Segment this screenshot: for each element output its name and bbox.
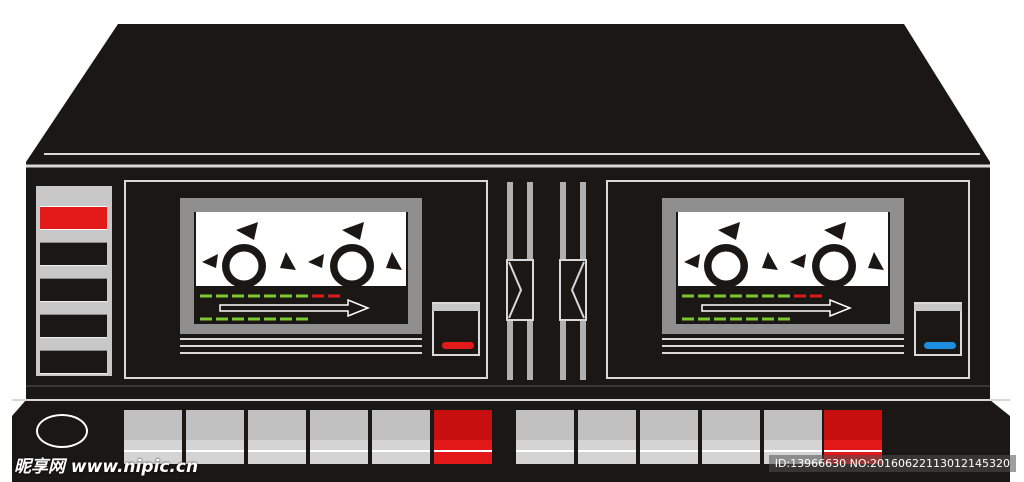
- tape-window: [662, 198, 904, 334]
- left-panel-red-button[interactable]: [40, 206, 107, 230]
- tape-reels: [678, 212, 888, 286]
- deck-stripes: [662, 338, 904, 359]
- transport-key[interactable]: [248, 410, 306, 464]
- button-cap: [914, 304, 962, 311]
- red-indicator-led: [442, 342, 474, 349]
- level-slider-left[interactable]: [505, 182, 535, 380]
- transport-key[interactable]: [578, 410, 636, 464]
- transport-key[interactable]: [310, 410, 368, 464]
- play-arrow-icon: [219, 298, 371, 318]
- deck-stripes: [180, 338, 422, 359]
- play-arrow-icon: [701, 298, 853, 318]
- transport-key[interactable]: [702, 410, 760, 464]
- button-cap: [432, 304, 480, 311]
- cassette-bay-b[interactable]: [606, 180, 970, 379]
- level-meter: [200, 294, 371, 321]
- watermark-right: ID:13966630 NO:20160622113012145320: [768, 455, 1016, 472]
- slider-knob-icon[interactable]: [558, 250, 588, 330]
- transport-key[interactable]: [124, 410, 182, 464]
- left-panel-button[interactable]: [40, 278, 107, 302]
- watermark-left: 昵享网 www.nipic.cn: [14, 457, 199, 477]
- transport-key[interactable]: [186, 410, 244, 464]
- left-panel-button[interactable]: [40, 242, 107, 266]
- cassette-bay-a[interactable]: [124, 180, 488, 379]
- power-button[interactable]: [36, 414, 88, 448]
- left-panel-button[interactable]: [40, 350, 107, 374]
- deck-a-indicator-button[interactable]: [432, 302, 480, 356]
- reel-icon: [196, 212, 406, 286]
- slider-knob-icon[interactable]: [505, 250, 535, 330]
- blue-indicator-led: [924, 342, 956, 349]
- level-meter: [682, 294, 853, 321]
- tape-reels: [196, 212, 406, 286]
- left-panel-button[interactable]: [40, 314, 107, 338]
- level-slider-right[interactable]: [558, 182, 588, 380]
- record-key[interactable]: [434, 410, 492, 464]
- reel-icon: [678, 212, 888, 286]
- transport-key[interactable]: [372, 410, 430, 464]
- deck-b-indicator-button[interactable]: [914, 302, 962, 356]
- transport-key[interactable]: [516, 410, 574, 464]
- left-control-panel: [36, 186, 112, 376]
- tape-window: [180, 198, 422, 334]
- transport-key[interactable]: [640, 410, 698, 464]
